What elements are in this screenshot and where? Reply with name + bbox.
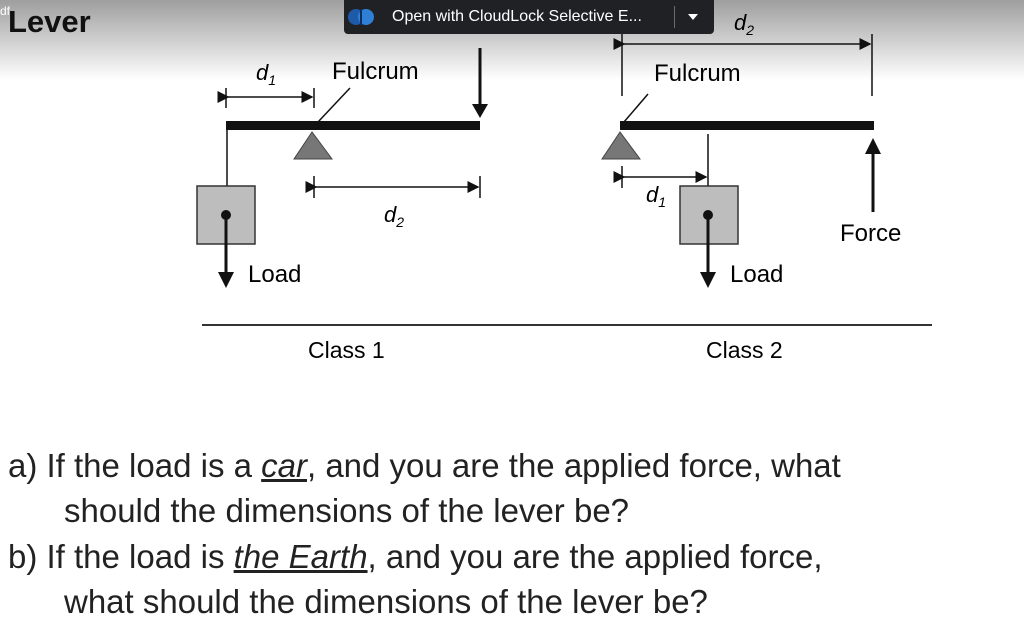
class1-d2-label: d2 (384, 202, 404, 230)
open-with-bar: Open with CloudLock Selective E... (344, 0, 714, 34)
pdf-type-tag: df (0, 4, 11, 18)
class2-d2-label: d2 (734, 10, 754, 38)
class2-beam (620, 121, 874, 130)
class1-lever: d1 Fulcrum Load d2 Class 1 (196, 48, 488, 363)
question-a-emphasis: car (261, 447, 307, 484)
open-with-button[interactable]: Open with CloudLock Selective E... (392, 8, 642, 25)
class1-d1-label: d1 (256, 60, 276, 88)
class1-fulcrum-label: Fulcrum (332, 58, 419, 85)
class1-beam (226, 121, 480, 130)
document-title: Lever (8, 4, 91, 39)
caret-down-icon (688, 14, 698, 20)
question-a-line2: should the dimensions of the lever be? (64, 492, 630, 529)
question-b-emphasis: the Earth (233, 538, 368, 575)
class2-lever: d2 Fulcrum Force d1 Load Class 2 (601, 10, 901, 363)
class2-fulcrum (601, 131, 641, 160)
question-a: a) If the load is a car, and you are the… (8, 447, 841, 484)
cloudlock-app-icon[interactable] (344, 0, 378, 34)
question-b-line2: what should the dimensions of the lever … (64, 583, 708, 620)
class2-d1-label: d1 (646, 182, 666, 210)
lever-diagram: d1 Fulcrum Load d2 Class 1 (196, 10, 932, 363)
open-with-dropdown[interactable] (675, 0, 711, 34)
question-b: b) If the load is the Earth, and you are… (8, 538, 823, 575)
class1-caption: Class 1 (308, 337, 385, 363)
class1-load-label: Load (248, 261, 301, 288)
class2-load-label: Load (730, 261, 783, 288)
class2-force-label: Force (840, 220, 901, 247)
class2-caption: Class 2 (706, 337, 783, 363)
class1-fulcrum (293, 131, 333, 160)
class2-fulcrum-label: Fulcrum (654, 60, 741, 87)
open-with-divider (674, 6, 675, 28)
